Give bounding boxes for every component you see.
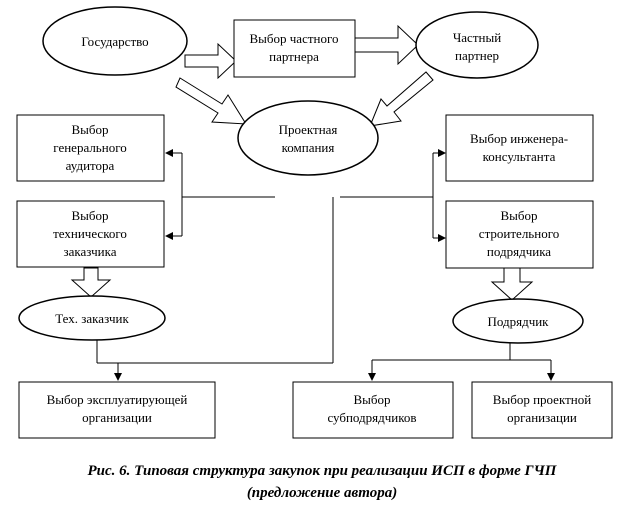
connectors: [96, 149, 555, 381]
node-choose-engineer-line1: Выбор инженера-: [470, 131, 568, 146]
node-choose-design-org-line2: организации: [507, 410, 577, 425]
node-choose-engineer: Выбор инженера- консультанта: [445, 114, 594, 182]
node-private-partner: Частный партнер: [415, 11, 539, 79]
node-tech-customer-label: Тех. заказчик: [55, 311, 129, 326]
node-private-partner-line2: партнер: [455, 48, 499, 63]
node-choose-auditor-line1: Выбор: [71, 122, 108, 137]
figure-caption-line1: Рис. 6. Типовая структура закупок при ре…: [87, 463, 557, 479]
block-arrow-choose-tech-customer-to-tech-customer: [70, 267, 112, 298]
node-choose-contractor-line3: подрядчика: [487, 244, 551, 259]
node-choose-engineer-line2: консультанта: [483, 149, 556, 164]
node-choose-partner-line1: Выбор частного: [250, 31, 339, 46]
node-state: Государство: [42, 6, 188, 76]
node-choose-subcontractors-line1: Выбор: [353, 392, 390, 407]
block-arrow-state-to-choose-partner: [184, 42, 237, 80]
block-arrow-choose-contractor-to-contractor: [490, 267, 534, 301]
node-choose-contractor-line2: строительного: [479, 226, 559, 241]
node-choose-operator-line2: организации: [82, 410, 152, 425]
node-project-company-line2: компания: [282, 140, 335, 155]
node-choose-auditor: Выбор генерального аудитора: [16, 114, 165, 182]
node-choose-subcontractors: Выбор субподрядчиков: [292, 381, 454, 439]
node-choose-partner-line2: партнера: [269, 49, 319, 64]
node-choose-operator: Выбор эксплуатирующей организации: [18, 381, 216, 439]
node-tech-customer: Тех. заказчик: [18, 295, 166, 341]
figure-caption: Рис. 6. Типовая структура закупок при ре…: [0, 460, 644, 504]
node-choose-auditor-line2: генерального: [53, 140, 126, 155]
node-choose-operator-line1: Выбор эксплуатирующей: [47, 392, 188, 407]
block-arrow-state-to-project-company: [175, 77, 247, 125]
node-project-company: Проектная компания: [237, 100, 379, 176]
node-choose-tech-customer: Выбор технического заказчика: [16, 200, 165, 268]
node-choose-tech-customer-line2: технического: [53, 226, 127, 241]
node-choose-subcontractors-line2: субподрядчиков: [327, 410, 416, 425]
node-choose-contractor-line1: Выбор: [500, 208, 537, 223]
block-arrow-choose-partner-to-private-partner: [354, 24, 419, 66]
node-private-partner-line1: Частный: [453, 30, 501, 45]
node-contractor: Подрядчик: [452, 298, 584, 344]
node-state-label: Государство: [81, 34, 148, 49]
node-choose-partner: Выбор частного партнера: [233, 19, 356, 78]
node-choose-tech-customer-line1: Выбор: [71, 208, 108, 223]
node-choose-design-org-line1: Выбор проектной: [493, 392, 591, 407]
node-choose-tech-customer-line3: заказчика: [63, 244, 116, 259]
node-project-company-line1: Проектная: [279, 122, 338, 137]
node-choose-design-org: Выбор проектной организации: [471, 381, 613, 439]
node-choose-auditor-line3: аудитора: [66, 158, 115, 173]
node-contractor-label: Подрядчик: [487, 314, 549, 329]
block-arrow-private-partner-to-project-company: [369, 71, 434, 127]
figure-caption-line2: (предложение автора): [246, 485, 398, 501]
node-choose-contractor: Выбор строительного подрядчика: [445, 200, 594, 269]
